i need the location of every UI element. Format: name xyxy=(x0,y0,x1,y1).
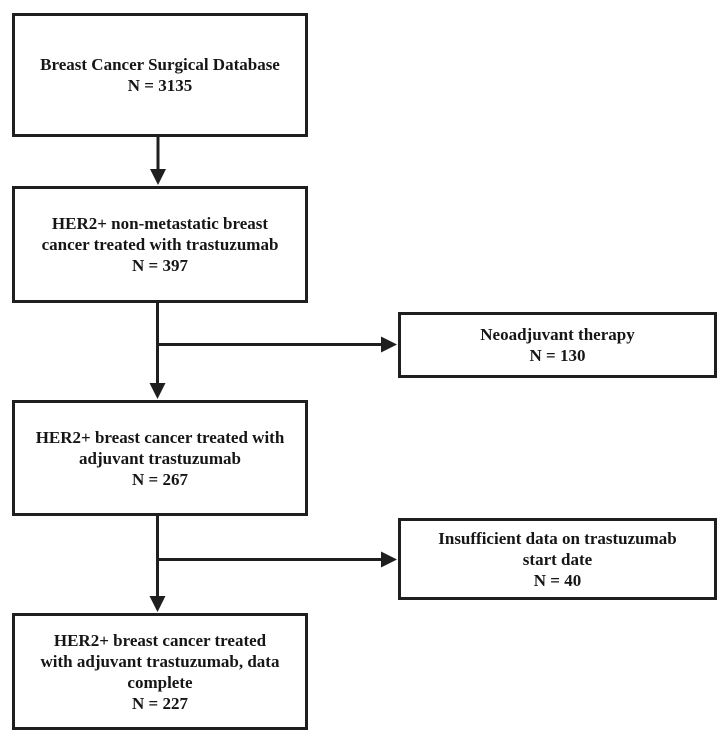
node-count: N = 3135 xyxy=(127,76,193,95)
node-label: Insufficient data on trastuzumab start d… xyxy=(438,528,677,569)
node-count: N = 130 xyxy=(529,346,586,365)
node-label: HER2+ breast cancer treated with adjuvan… xyxy=(40,630,280,692)
node-count: N = 227 xyxy=(132,693,188,713)
node-neoadjuvant-therapy-excluded: Neoadjuvant therapy N = 130 xyxy=(398,312,717,378)
arrow-branch-insufficient-data xyxy=(156,551,397,568)
arrow-her2-to-adjuvant xyxy=(149,303,166,399)
node-label: Neoadjuvant therapy xyxy=(480,325,635,344)
node-her2-adjuvant-data-complete: HER2+ breast cancer treated with adjuvan… xyxy=(12,613,308,730)
node-label: HER2+ non-metastatic breast cancer treat… xyxy=(41,214,279,254)
node-breast-cancer-surgical-database: Breast Cancer Surgical Database N = 3135 xyxy=(12,13,308,137)
arrow-branch-neoadjuvant xyxy=(156,336,397,353)
node-her2-adjuvant: HER2+ breast cancer treated with adjuvan… xyxy=(12,400,308,516)
node-label: Breast Cancer Surgical Database xyxy=(40,55,280,74)
node-count: N = 397 xyxy=(132,256,188,275)
node-insufficient-data-excluded: Insufficient data on trastuzumab start d… xyxy=(398,518,717,600)
node-count: N = 267 xyxy=(132,469,188,489)
node-her2-nonmetastatic: HER2+ non-metastatic breast cancer treat… xyxy=(12,186,308,303)
node-label: HER2+ breast cancer treated with adjuvan… xyxy=(35,427,285,468)
arrow-source-to-her2 xyxy=(150,137,166,185)
arrow-adjuvant-to-final xyxy=(149,516,166,612)
node-count: N = 40 xyxy=(533,570,582,590)
